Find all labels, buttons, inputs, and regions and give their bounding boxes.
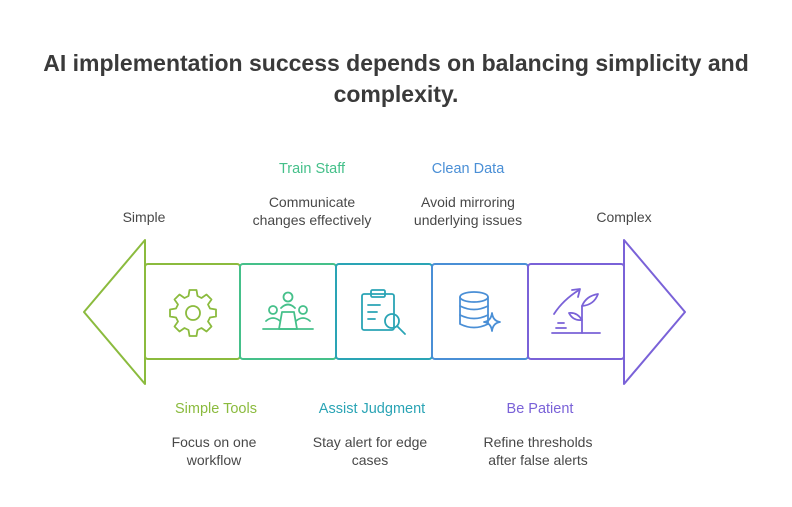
stage-box-clean-data bbox=[431, 263, 529, 360]
clipboard-search-icon bbox=[361, 289, 406, 335]
growth-plant-icon bbox=[551, 288, 601, 334]
stage-box-assist-judgment bbox=[335, 263, 433, 360]
title-line-1: AI implementation success depends on bal… bbox=[43, 50, 749, 76]
database-sparkle-icon bbox=[459, 291, 501, 332]
end-label-complex: Complex bbox=[596, 209, 652, 225]
stage-heading-train-staff: Train Staff bbox=[278, 161, 346, 177]
stage-heading-be-patient: Be Patient bbox=[506, 401, 574, 417]
stage-desc-be-patient: Refine thresholds after false alerts bbox=[483, 434, 593, 468]
title-line-2: complexity. bbox=[333, 81, 459, 107]
stage-desc-simple-tools: Focus on one workflow bbox=[171, 434, 257, 468]
end-label-simple: Simple bbox=[122, 209, 166, 225]
stage-desc-train-staff: Communicate changes effectively bbox=[252, 194, 372, 228]
stage-heading-clean-data: Clean Data bbox=[431, 161, 505, 177]
gear-icon bbox=[169, 289, 217, 337]
left-arrowhead bbox=[83, 239, 146, 385]
stage-box-simple-tools bbox=[144, 263, 241, 360]
stage-heading-assist-judgment: Assist Judgment bbox=[318, 401, 426, 417]
stage-desc-assist-judgment: Stay alert for edge cases bbox=[312, 434, 428, 468]
stage-box-be-patient bbox=[527, 263, 625, 360]
team-meeting-icon bbox=[262, 291, 314, 330]
right-arrowhead bbox=[623, 239, 686, 385]
stage-heading-simple-tools: Simple Tools bbox=[175, 401, 257, 417]
stage-desc-clean-data: Avoid mirroring underlying issues bbox=[413, 194, 523, 228]
page-title: AI implementation success depends on bal… bbox=[0, 48, 792, 110]
